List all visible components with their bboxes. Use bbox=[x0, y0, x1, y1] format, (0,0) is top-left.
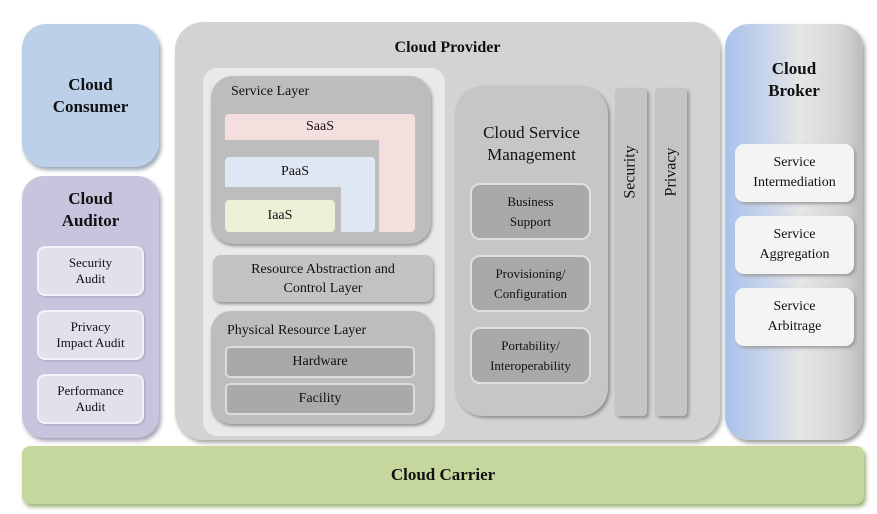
csm-item-line1: Business bbox=[507, 193, 554, 209]
audit-item-line2: Audit bbox=[75, 399, 106, 414]
broker-title-line1: Cloud bbox=[771, 59, 817, 78]
audit-item-line2: Audit bbox=[75, 271, 106, 286]
csm-item-line2: Support bbox=[509, 213, 552, 229]
paas-layer-side bbox=[341, 157, 375, 232]
broker-title: Cloud Broker bbox=[725, 58, 863, 102]
service-layer-label: Service Layer bbox=[231, 84, 310, 99]
csm-title: Cloud Service Management bbox=[455, 122, 608, 166]
facility-box: Facility bbox=[225, 383, 415, 415]
paas-label: PaaS bbox=[281, 164, 309, 179]
iaas-label: IaaS bbox=[267, 208, 293, 223]
consumer-title-line2: Consumer bbox=[52, 96, 129, 116]
auditor-title-line1: Cloud bbox=[68, 189, 113, 208]
rac-line2: Control Layer bbox=[283, 280, 363, 296]
audit-item-line1: Privacy bbox=[70, 319, 111, 334]
consumer-title-line1: Cloud bbox=[68, 74, 113, 94]
broker-item-line2: Intermediation bbox=[753, 175, 836, 190]
broker-item-line2: Aggregation bbox=[759, 247, 830, 262]
broker-item-line2: Arbitrage bbox=[767, 319, 822, 334]
facility-label: Facility bbox=[298, 391, 342, 406]
cloud-provider-box: Cloud Provider Service Layer SaaS PaaS I… bbox=[175, 22, 720, 440]
csm-title-line2: Management bbox=[487, 145, 576, 164]
physical-resource-layer: Physical Resource Layer Hardware Facilit… bbox=[211, 311, 433, 424]
security-label: Security bbox=[622, 145, 640, 199]
audit-item-line1: Performance bbox=[57, 383, 124, 398]
privacy-bar: Privacy bbox=[655, 88, 687, 416]
portability-interoperability: Portability/Interoperability bbox=[470, 327, 591, 384]
broker-item-line1: Service bbox=[773, 155, 816, 170]
carrier-title: Cloud Carrier bbox=[390, 465, 496, 484]
audit-item-line2: Impact Audit bbox=[56, 335, 125, 350]
csm-item-line1: Portability/ bbox=[501, 337, 560, 353]
physical-layer-label: Physical Resource Layer bbox=[227, 323, 367, 338]
auditor-title-line2: Auditor bbox=[61, 211, 120, 230]
saas-label: SaaS bbox=[306, 119, 334, 134]
broker-item-line1: Service bbox=[773, 299, 816, 314]
service-layer: Service Layer SaaS PaaS IaaS bbox=[211, 76, 431, 244]
audit-item-line1: Security bbox=[68, 255, 113, 270]
provider-title: Cloud Provider bbox=[394, 39, 501, 56]
privacy-label: Privacy bbox=[662, 147, 679, 197]
csm-item-line2: Configuration bbox=[494, 285, 567, 301]
resource-abstraction-layer: Resource Abstraction and Control Layer bbox=[213, 255, 433, 302]
cloud-consumer-box: Cloud Consumer bbox=[22, 24, 159, 167]
service-orchestration-panel: Service Layer SaaS PaaS IaaS Resource Ab… bbox=[203, 68, 445, 436]
saas-layer-side bbox=[379, 114, 415, 232]
iaas-layer: IaaS bbox=[225, 200, 335, 232]
rac-line1: Resource Abstraction and bbox=[251, 261, 395, 277]
broker-item-line1: Service bbox=[773, 227, 816, 242]
broker-title-line2: Broker bbox=[768, 81, 820, 100]
csm-item-line1: Provisioning/ bbox=[495, 265, 566, 281]
hardware-box: Hardware bbox=[225, 346, 415, 378]
security-bar: Security bbox=[615, 88, 647, 416]
cloud-carrier-box: Cloud Carrier bbox=[22, 446, 864, 504]
provisioning-configuration: Provisioning/Configuration bbox=[470, 255, 591, 312]
csm-title-line1: Cloud Service bbox=[483, 123, 580, 142]
auditor-title: Cloud Auditor bbox=[22, 188, 159, 232]
csm-item-line2: Interoperability bbox=[490, 357, 571, 373]
hardware-label: Hardware bbox=[292, 354, 348, 369]
